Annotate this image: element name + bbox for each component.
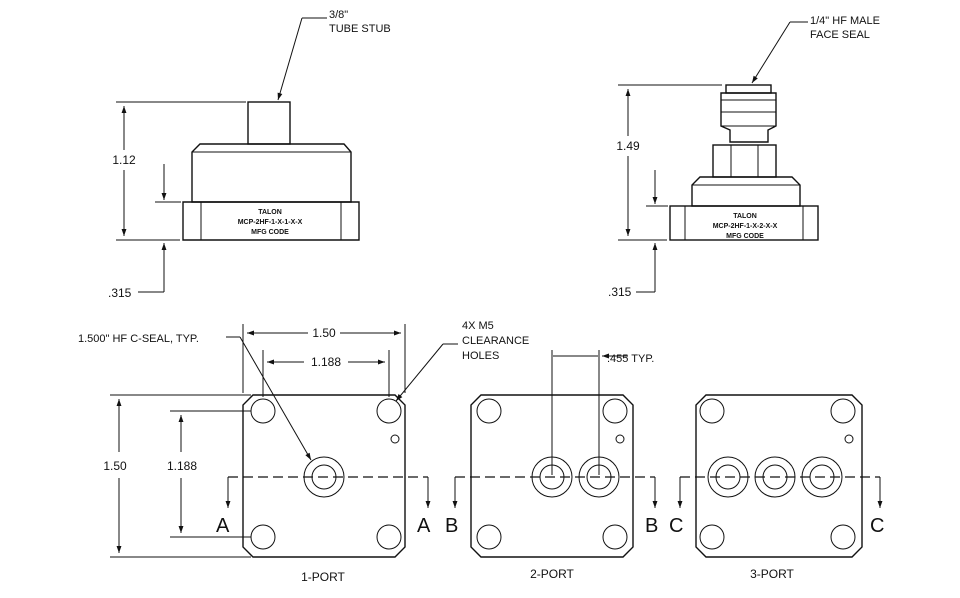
- face-seal-nut: [725, 84, 772, 94]
- plan-view-2-port: B B 2-PORT .455 TYP.: [445, 350, 658, 581]
- locator-pin-hole: [615, 434, 625, 444]
- upper-body: [191, 143, 352, 203]
- marking-line-1: TALON: [733, 213, 757, 220]
- width-dimension: 1.50: [312, 326, 336, 340]
- base-plate: [669, 205, 819, 241]
- face-seal-callout-line-1: 1/4" HF MALE: [810, 15, 880, 27]
- clearance-hole: [476, 524, 502, 550]
- port-caption: 2-PORT: [530, 567, 574, 581]
- clearance-hole: [602, 524, 628, 550]
- locator-pin-hole: [390, 434, 400, 444]
- plan-view-3-port: C C 3-PORT: [669, 394, 884, 581]
- section-letter-right: B: [645, 515, 658, 537]
- clearance-hole: [376, 398, 402, 424]
- section-letter-right: A: [417, 515, 431, 537]
- holes-callout-line-1: 4X M5: [462, 320, 494, 332]
- marking-line-3: MFG CODE: [726, 233, 764, 240]
- hole-spacing-dimension: 1.188: [311, 355, 341, 369]
- clearance-hole: [376, 524, 402, 550]
- clearance-hole: [830, 524, 856, 550]
- tube-stub-callout-line-2: TUBE STUB: [329, 23, 391, 35]
- height-dimension: 1.50: [103, 459, 127, 473]
- marking-line-1: TALON: [258, 209, 282, 216]
- height-dimension: 1.12: [112, 153, 136, 167]
- base-thickness-dimension: .315: [608, 285, 632, 299]
- plan-view-1-port: A A 1-PORT 1.50 1.188 1.50 1.188 1.500" …: [78, 320, 529, 584]
- port-caption: 3-PORT: [750, 567, 794, 581]
- upper-body: [691, 176, 801, 207]
- section-letter-left: A: [216, 515, 230, 537]
- holes-callout-line-2: CLEARANCE: [462, 335, 529, 347]
- clearance-hole: [250, 524, 276, 550]
- pitch-dimension: .455 TYP.: [607, 353, 654, 365]
- clearance-hole: [250, 398, 276, 424]
- holes-callout-line-3: HOLES: [462, 350, 499, 362]
- c-seal-callout: 1.500" HF C-SEAL, TYP.: [78, 333, 199, 345]
- clearance-hole: [830, 398, 856, 424]
- vertical-hole-spacing-dimension: 1.188: [167, 459, 197, 473]
- port-block-outline: [695, 394, 863, 558]
- face-seal-callout-line-2: FACE SEAL: [810, 29, 870, 41]
- hex-body: [712, 144, 777, 178]
- base-thickness-dimension: .315: [108, 286, 132, 300]
- tube-stub-body: [247, 101, 291, 145]
- clearance-hole: [602, 398, 628, 424]
- side-view-face-seal: TALON MCP-2HF-1-X-2-X-X MFG CODE 1/4" HF…: [608, 15, 880, 299]
- section-letter-right: C: [870, 515, 884, 537]
- base-plate: [182, 201, 360, 241]
- clearance-hole: [699, 524, 725, 550]
- port-block-outline: [470, 394, 634, 558]
- marking-line-2: MCP-2HF-1-X-1-X-X: [238, 219, 303, 226]
- section-letter-left: C: [669, 515, 683, 537]
- port-caption: 1-PORT: [301, 570, 345, 584]
- section-letter-left: B: [445, 515, 458, 537]
- tube-stub-callout-line-1: 3/8": [329, 9, 348, 21]
- marking-line-3: MFG CODE: [251, 229, 289, 236]
- side-view-tube-stub: TALON MCP-2HF-1-X-1-X-X MFG CODE 3/8" TU…: [108, 9, 391, 300]
- face-seal-fitting: [720, 92, 777, 143]
- height-dimension: 1.49: [616, 139, 640, 153]
- locator-pin-hole: [844, 434, 854, 444]
- marking-line-2: MCP-2HF-1-X-2-X-X: [713, 223, 778, 230]
- clearance-hole: [476, 398, 502, 424]
- clearance-hole: [699, 398, 725, 424]
